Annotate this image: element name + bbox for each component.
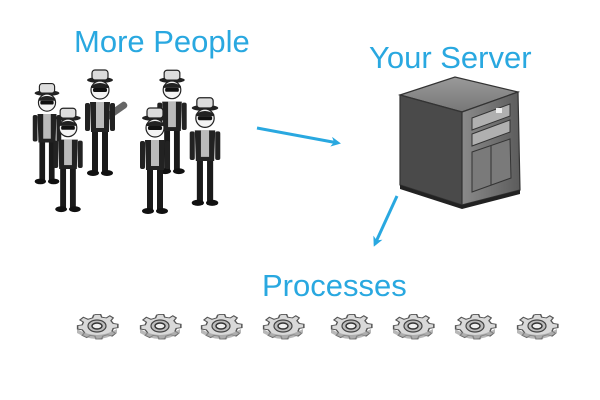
arrow-to-processes: [373, 195, 399, 247]
process-gear-icon: [262, 313, 305, 340]
process-gears: [76, 313, 559, 340]
server-icon: [397, 76, 521, 209]
processes-label: Processes: [262, 268, 407, 303]
process-gear-icon: [139, 313, 182, 340]
process-gear-icon: [454, 313, 497, 340]
process-gear-icon: [516, 313, 559, 340]
process-gear-icon: [200, 313, 243, 340]
more-people-label: More People: [74, 24, 250, 59]
people-group-icon: [32, 69, 221, 215]
process-gear-icon: [76, 313, 119, 340]
process-gear-icon: [392, 313, 435, 340]
arrow-to-server: [256, 126, 341, 147]
your-server-label: Your Server: [369, 40, 532, 75]
process-gear-icon: [330, 313, 373, 340]
